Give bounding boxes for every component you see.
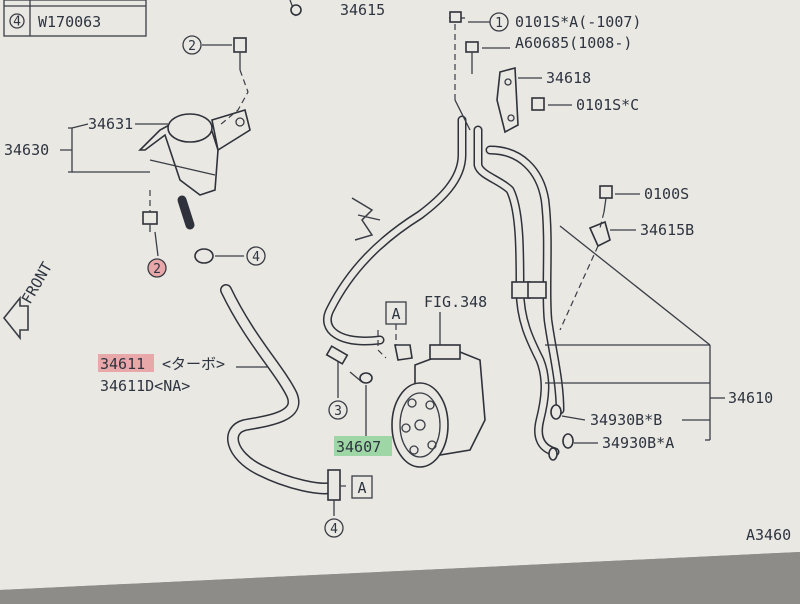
label-34930BB: 34930B*B xyxy=(590,411,662,429)
label-0101SC: 0101S*C xyxy=(576,96,639,114)
label-group-34607: 34607 xyxy=(334,385,392,456)
callout-circle xyxy=(489,12,509,32)
table-callout-circle xyxy=(9,13,25,29)
label-34607: 34607 xyxy=(336,438,381,456)
table-row-number: 4 xyxy=(13,15,21,30)
paper-sheet xyxy=(0,0,800,590)
label-34631: 34631 xyxy=(88,115,133,133)
bolt-0101SC xyxy=(531,97,545,111)
leader-34610: 34610 xyxy=(545,225,773,441)
fig-reference: A FIG.348 xyxy=(377,293,487,359)
reference-table: 4 W170063 xyxy=(3,0,147,37)
label-0101SA: 0101S*A(-1007) xyxy=(515,13,641,31)
highlight-34611 xyxy=(98,354,154,372)
bolt-1-assembly: 1 0101S*A(-1007) A60685(1008-) xyxy=(449,11,641,100)
hose-34611: 34611 <ターボ> 34611D<NA> xyxy=(98,284,336,495)
label-34611-note: <ターボ> xyxy=(162,355,225,373)
orings-34930B: 34930B*B 34930B*A xyxy=(548,404,674,461)
label-corner-code: A3460 xyxy=(746,526,791,544)
label-0100S: 0100S xyxy=(644,185,689,203)
clip-34615B xyxy=(588,220,611,248)
bolt-2-top: 2 xyxy=(182,35,249,126)
callout-number: 2 xyxy=(153,262,161,277)
bolt-2-bottom: 2 xyxy=(142,190,167,278)
callout-number: 4 xyxy=(252,250,260,265)
pipe-clip xyxy=(351,197,381,241)
label-fig348: FIG.348 xyxy=(424,293,487,311)
box-a-lower-label: A xyxy=(357,479,366,497)
label-34630: 34630 xyxy=(4,141,49,159)
highlight-34607 xyxy=(334,436,392,456)
clamp-4-upper: 4 xyxy=(194,246,266,266)
callout-number: 1 xyxy=(495,16,503,31)
power-steering-pump xyxy=(349,344,486,468)
backdrop xyxy=(0,552,800,600)
callout-number: 3 xyxy=(334,404,342,419)
label-34930BA: 34930B*A xyxy=(602,434,674,452)
table-row-code: W170063 xyxy=(38,13,101,31)
label-34610: 34610 xyxy=(728,389,773,407)
label-34611D: 34611D<NA> xyxy=(100,377,190,395)
callout-number: 4 xyxy=(330,522,338,537)
pressure-pipes xyxy=(323,99,565,457)
label-A60685: A60685(1008-) xyxy=(515,34,632,52)
callout-number: 2 xyxy=(188,39,196,54)
label-34615: 34615 xyxy=(340,1,385,19)
bolt-3: 3 xyxy=(325,345,349,420)
bolt-0100S: 0100S 34615B xyxy=(559,185,694,331)
bracket-34618: 34618 0101S*C xyxy=(496,66,639,134)
label-34615B: 34615B xyxy=(640,221,694,239)
box-a-upper-label: A xyxy=(391,305,400,323)
reservoir-tank: 34631 34630 xyxy=(4,108,251,230)
clamp-4-lower: 4 A xyxy=(324,469,373,538)
label-34618: 34618 xyxy=(546,69,591,87)
box-a-lower xyxy=(351,475,373,499)
label-34611: 34611 xyxy=(100,355,145,373)
